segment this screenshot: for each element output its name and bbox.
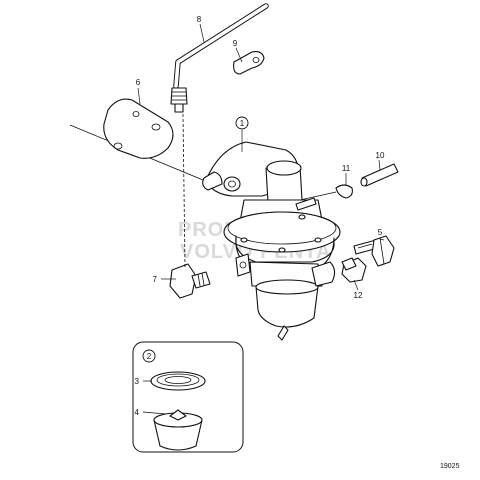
callout-6: 6 (136, 78, 141, 87)
callout-12: 12 (354, 291, 363, 300)
callout-4: 4 (135, 408, 140, 417)
callout-labels: 1 2 3 4 5 6 7 8 9 10 11 12 (135, 15, 385, 417)
callout-9: 9 (233, 39, 238, 48)
part-fuel-pipe (170, 3, 269, 113)
callout-1-circle (235, 116, 249, 130)
part-spring-clip (299, 184, 353, 201)
callout-leaders (137, 23, 385, 415)
part-filter-bowl (153, 409, 203, 451)
detail-inset (132, 341, 244, 453)
callout-2-circle (142, 349, 156, 363)
part-fuel-pump (202, 141, 341, 341)
part-bolt (353, 235, 395, 267)
part-elbow-12 (341, 257, 367, 283)
callout-3: 3 (135, 377, 140, 386)
inset-frame (132, 341, 244, 453)
callout-8: 8 (197, 15, 202, 24)
figure-number: 19025 (440, 463, 460, 470)
part-diaphragm (150, 371, 206, 391)
callout-7: 7 (153, 275, 158, 284)
part-rod (360, 163, 399, 187)
callout-2: 2 (147, 352, 152, 361)
callout-1: 1 (240, 119, 245, 128)
part-elbow-7 (169, 113, 211, 299)
callout-11: 11 (342, 164, 351, 173)
part-gasket (103, 98, 174, 159)
callout-10: 10 (376, 151, 385, 160)
part-clip (233, 51, 265, 75)
callout-5: 5 (378, 228, 383, 237)
